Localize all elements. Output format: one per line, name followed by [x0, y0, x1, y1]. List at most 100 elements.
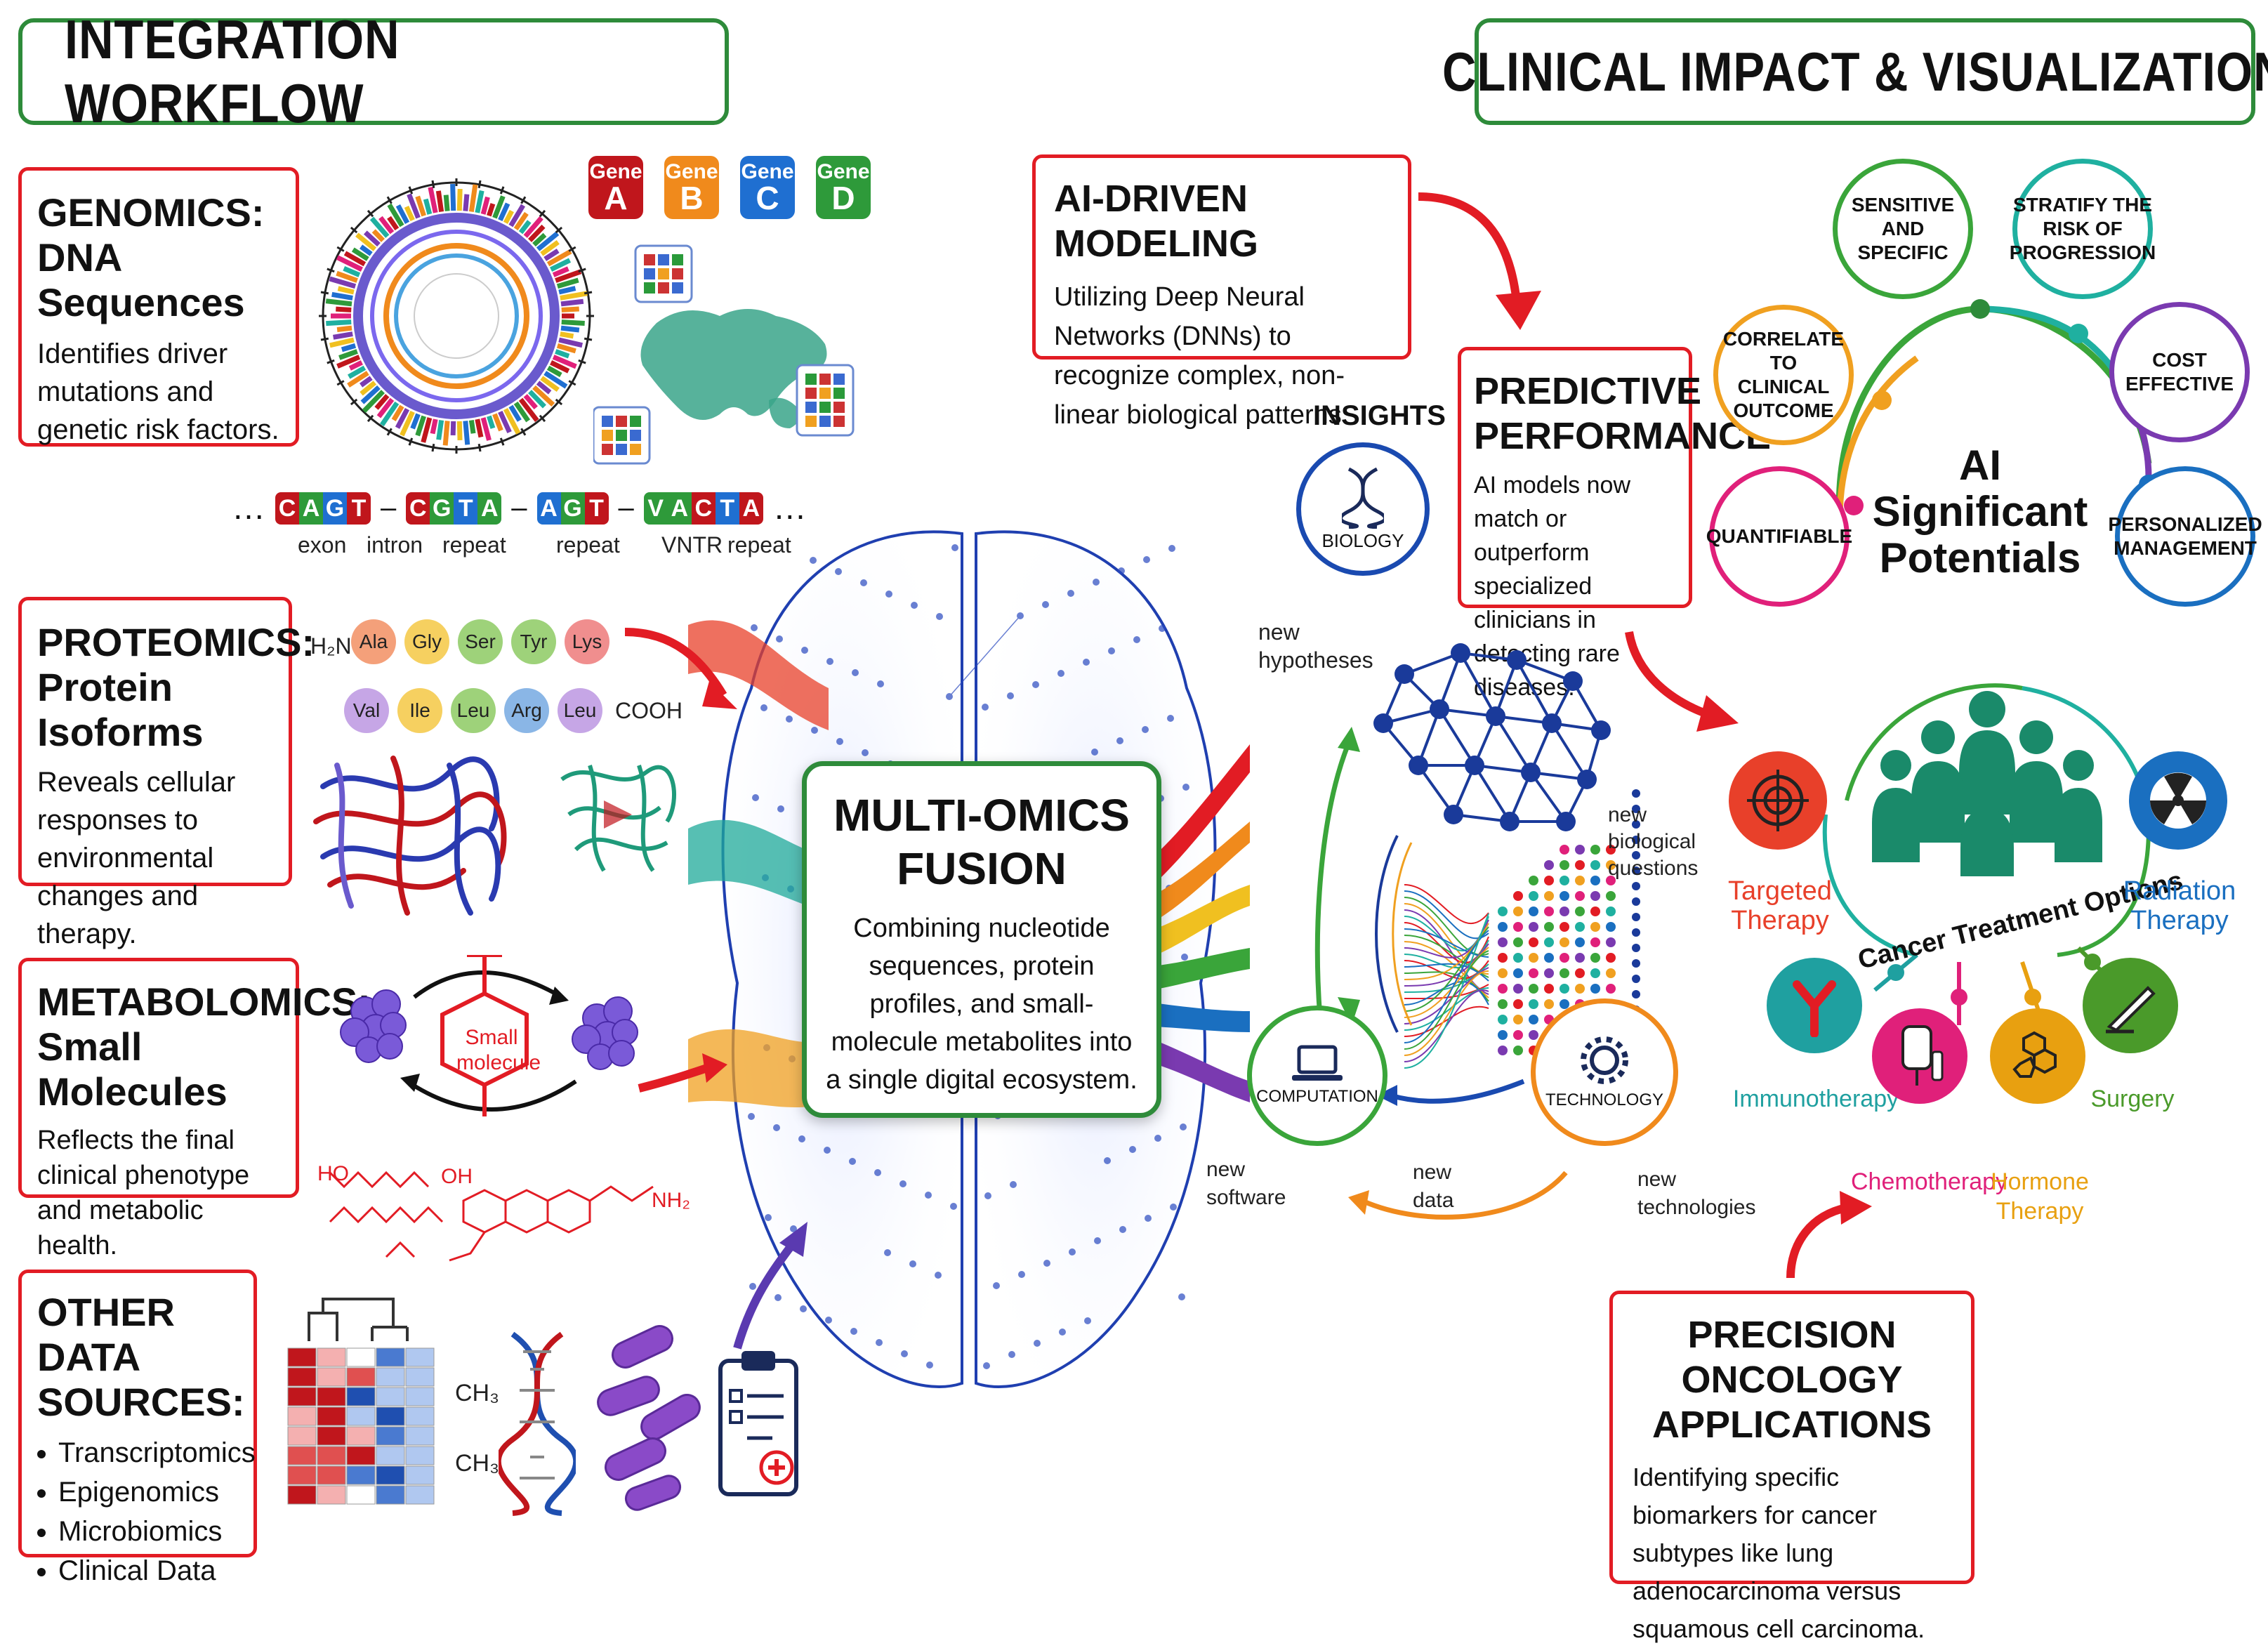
ch3-label-1: CH₃ [455, 1380, 499, 1406]
genomics-box: GENOMICS: DNA Sequences Identifies drive… [18, 167, 299, 447]
header-integration-workflow: INTEGRATION WORKFLOW [18, 8, 729, 134]
ch3-label-2: CH₃ [455, 1450, 499, 1477]
new-software-label: new software [1206, 1158, 1286, 1209]
proteomics-subtitle: Protein Isoforms [37, 665, 204, 754]
aa-leu-2: Leu [558, 688, 602, 733]
seq-label-intron: intron [367, 532, 423, 558]
chemotherapy-icon [1872, 1008, 1967, 1104]
aa-ile: Ile [397, 688, 442, 733]
new-hypotheses-label: new hypotheses [1258, 619, 1373, 673]
header-right-text: CLINICAL IMPACT & VISUALIZATION [1442, 40, 2268, 103]
seq-label-exon: exon [298, 532, 347, 558]
oncology-subtitle: APPLICATIONS [1651, 1404, 1932, 1446]
chemical-structure [329, 1171, 654, 1262]
peptide-h2n: H₂N [310, 633, 352, 659]
dna-helix-icon [499, 1331, 576, 1516]
seq-label-repeat-2: repeat [556, 532, 620, 558]
immunotherapy-icon [1767, 958, 1862, 1053]
proteomics-box: PROTEOMICS: Protein Isoforms Reveals cel… [18, 597, 315, 949]
bacteria-icon [597, 1325, 701, 1511]
potential-cost-effective: COST EFFECTIVE [2109, 302, 2250, 442]
precision-oncology-box: PRECISION ONCOLOGY APPLICATIONS Identify… [1609, 1291, 1974, 1643]
insights-label: INSIGHTS [1313, 400, 1446, 431]
other-subtitle: SOURCES: [37, 1380, 245, 1424]
seq-dots-left: … [232, 489, 265, 527]
metabolomics-title: METABOLOMICS: [37, 980, 371, 1024]
protein-structure-blue-red [313, 756, 507, 916]
genomics-subtitle: DNA Sequences [37, 235, 245, 324]
other-item-clinical: Clinical Data [58, 1551, 238, 1590]
seq-dots-right: … [772, 489, 807, 527]
aa-lys: Lys [565, 619, 609, 664]
genome-circos-plot [319, 178, 594, 454]
technology-label: TECHNOLOGY [1545, 1090, 1664, 1109]
antibody-icon [1793, 980, 1836, 1037]
targeted-therapy-label: Targeted Therapy [1728, 876, 1832, 935]
arrow-metabolomics-to-fusion [638, 1053, 727, 1093]
laptop-icon [1292, 1045, 1343, 1081]
predictive-box: PREDICTIVE PERFORMANCE AI models now mat… [1458, 347, 1772, 701]
heatmap-thumb-2 [796, 364, 855, 437]
fusion-title: MULTI-OMICS [833, 790, 1130, 841]
radiation-icon [2150, 772, 2206, 829]
arrow-oncology-to-treatment [1786, 1191, 1872, 1279]
surgery-label: Surgery [2090, 1086, 2175, 1112]
chem-ho: HO [317, 1162, 349, 1185]
oncology-desc: Identifying specific biomarkers for canc… [1633, 1463, 1925, 1643]
peptide-cooh: COOH [615, 698, 683, 723]
other-list: Transcriptomics Epigenomics Microbiomics… [37, 1433, 256, 1590]
arrow-predictive-to-treatment [1625, 631, 1739, 732]
other-item-transcriptomics: Transcriptomics [58, 1433, 256, 1472]
aa-gly: Gly [404, 619, 449, 664]
seq-label-repeat-1: repeat [442, 532, 506, 558]
multi-omics-fusion-box: MULTI-OMICS FUSION Combining nucleotide … [802, 761, 1161, 1118]
potential-personalized: PERSONALIZED MANAGEMENT [2108, 466, 2262, 607]
dna-icon [1342, 467, 1384, 529]
biology-circle: BIOLOGY [1296, 442, 1430, 576]
aa-arg: Arg [504, 688, 549, 733]
header-clinical-impact: CLINICAL IMPACT & VISUALIZATION [1442, 18, 2268, 125]
potential-sensitive-specific: SENSITIVE AND SPECIFIC [1833, 159, 1973, 299]
aa-val: Val [344, 688, 389, 733]
radiation-therapy-label: Radiation Therapy [2123, 876, 2236, 935]
potential-stratify-risk: STRATIFY THE RISK OF PROGRESSION [2010, 159, 2156, 299]
molecule-icon [2012, 1031, 2057, 1078]
fusion-desc: Combining nucleotide sequences, protein … [826, 914, 1138, 1095]
other-title: OTHER DATA [37, 1290, 175, 1379]
hormone-therapy-icon [1990, 1008, 2085, 1104]
metabolomics-desc: Reflects the final clinical phenotype an… [37, 1126, 250, 1260]
potentials-center-1: AI Significant [1872, 442, 2088, 535]
ai-modeling-box: AI-DRIVEN MODELING Utilizing Deep Neural… [1032, 154, 1411, 430]
new-data-label: new data [1413, 1161, 1454, 1212]
heatmap-thumb-3 [593, 406, 651, 465]
people-icon [1872, 691, 2102, 876]
heatmap-thumb-1 [634, 244, 693, 303]
arrow-ai-to-predictive [1418, 192, 1541, 330]
predictive-desc: AI models now match or outperform specia… [1474, 472, 1630, 701]
hormone-therapy-label: Hormone Therapy [1991, 1168, 2089, 1225]
chem-nh2: NH₂ [652, 1189, 690, 1212]
aa-ala: Ala [351, 619, 396, 664]
peptide-row-2: Val Ile Leu Arg Leu COOH [344, 688, 683, 733]
predictive-subtitle: PERFORMANCE [1474, 415, 1772, 457]
oncology-title: PRECISION ONCOLOGY [1681, 1314, 1903, 1401]
header-left-text: INTEGRATION WORKFLOW [65, 8, 400, 134]
molecule-cluster-left [340, 989, 407, 1063]
computation-label: COMPUTATION [1256, 1087, 1378, 1106]
target-icon [1747, 770, 1809, 831]
treatment-wheel [1784, 683, 2191, 1026]
small-molecule-cycle [340, 955, 638, 1116]
arrow-proteomics-to-fusion [624, 628, 737, 709]
other-sources-box: OTHER DATA SOURCES: Transcriptomics Epig… [18, 1270, 257, 1586]
genomics-desc: Identifies driver mutations and genetic … [37, 338, 279, 445]
proteomics-desc: Reveals cellular responses to environmen… [37, 767, 236, 949]
clustered-heatmap [287, 1298, 435, 1505]
aa-leu: Leu [451, 688, 496, 733]
arrow-other-to-fusion [733, 1222, 807, 1350]
new-technologies-label: new technologies [1637, 1168, 1756, 1219]
